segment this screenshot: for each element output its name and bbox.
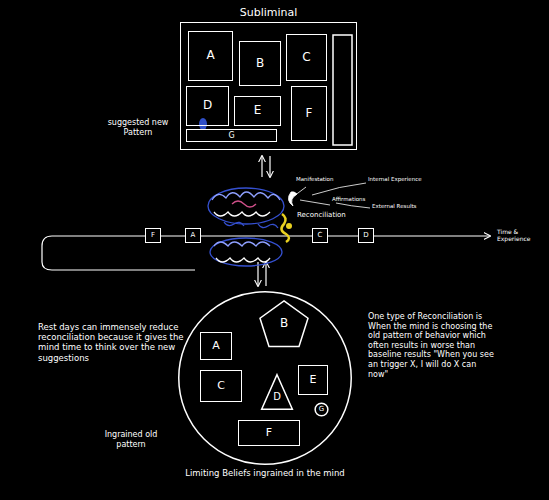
letter-box: D xyxy=(186,86,229,126)
letter: C xyxy=(318,231,323,239)
letter: A xyxy=(212,340,220,353)
timeline-box: C xyxy=(312,228,328,243)
annotation: Reconciliation xyxy=(297,211,357,219)
letter: A xyxy=(191,231,196,239)
timeline-box: A xyxy=(185,228,201,243)
heading: Limiting Beliefs ingrained in the mind xyxy=(157,466,373,479)
arrow-up xyxy=(261,156,262,177)
letter-box: F xyxy=(291,86,327,141)
letter: F xyxy=(306,107,313,121)
letter: A xyxy=(206,49,214,63)
letter: C xyxy=(302,51,310,65)
annotation: suggested new Pattern xyxy=(98,118,178,137)
letter: D xyxy=(363,231,368,239)
feedback-line xyxy=(42,236,195,270)
letter: G xyxy=(319,405,324,413)
letter-box: G xyxy=(186,129,277,142)
letter: G xyxy=(228,131,234,140)
letter: B xyxy=(280,317,288,331)
crescent xyxy=(288,192,297,206)
letter-circle: G xyxy=(315,403,328,416)
letter-box: E xyxy=(298,365,328,395)
annotation: Internal Experience xyxy=(368,176,438,183)
letter-box: F xyxy=(238,420,300,446)
letter-pentagon: B xyxy=(259,300,309,348)
annotation: Time & Experience xyxy=(497,228,545,242)
letter-box: A xyxy=(200,332,232,360)
empty-box xyxy=(333,35,352,145)
annotation: One type of Reconciliation is When the m… xyxy=(368,312,498,379)
annotation: External Results xyxy=(372,203,442,210)
letter: D xyxy=(273,391,281,403)
letter-box: B xyxy=(239,41,281,86)
letter: E xyxy=(254,104,262,118)
arrow-down xyxy=(269,156,270,177)
letter: F xyxy=(266,427,272,440)
letter: D xyxy=(203,99,212,113)
letter: F xyxy=(151,231,155,239)
annotation: Affirmations xyxy=(332,196,382,203)
annotation: Ingrained old pattern xyxy=(96,430,166,449)
letter: E xyxy=(310,374,317,387)
panel: SubliminalABCDEFG xyxy=(180,22,357,150)
letter-box: A xyxy=(188,31,233,81)
annotation: Manifestation xyxy=(296,176,346,183)
annotation: Rest days can immensely reduce reconcili… xyxy=(38,322,188,363)
brain xyxy=(208,188,292,266)
letter: C xyxy=(217,380,225,393)
timeline-box: F xyxy=(145,228,161,243)
letter-box: C xyxy=(286,34,327,81)
heading: Subliminal xyxy=(161,7,376,23)
letter-triangle: D xyxy=(261,374,293,410)
letter: B xyxy=(256,57,264,71)
arrow-up xyxy=(265,262,266,286)
timeline-box: D xyxy=(358,228,374,243)
leader-lines xyxy=(294,183,370,208)
letter-box: E xyxy=(234,96,281,126)
belief-circle: Limiting Beliefs ingrained in the mindAB… xyxy=(177,290,353,466)
letter-box: C xyxy=(200,370,242,402)
